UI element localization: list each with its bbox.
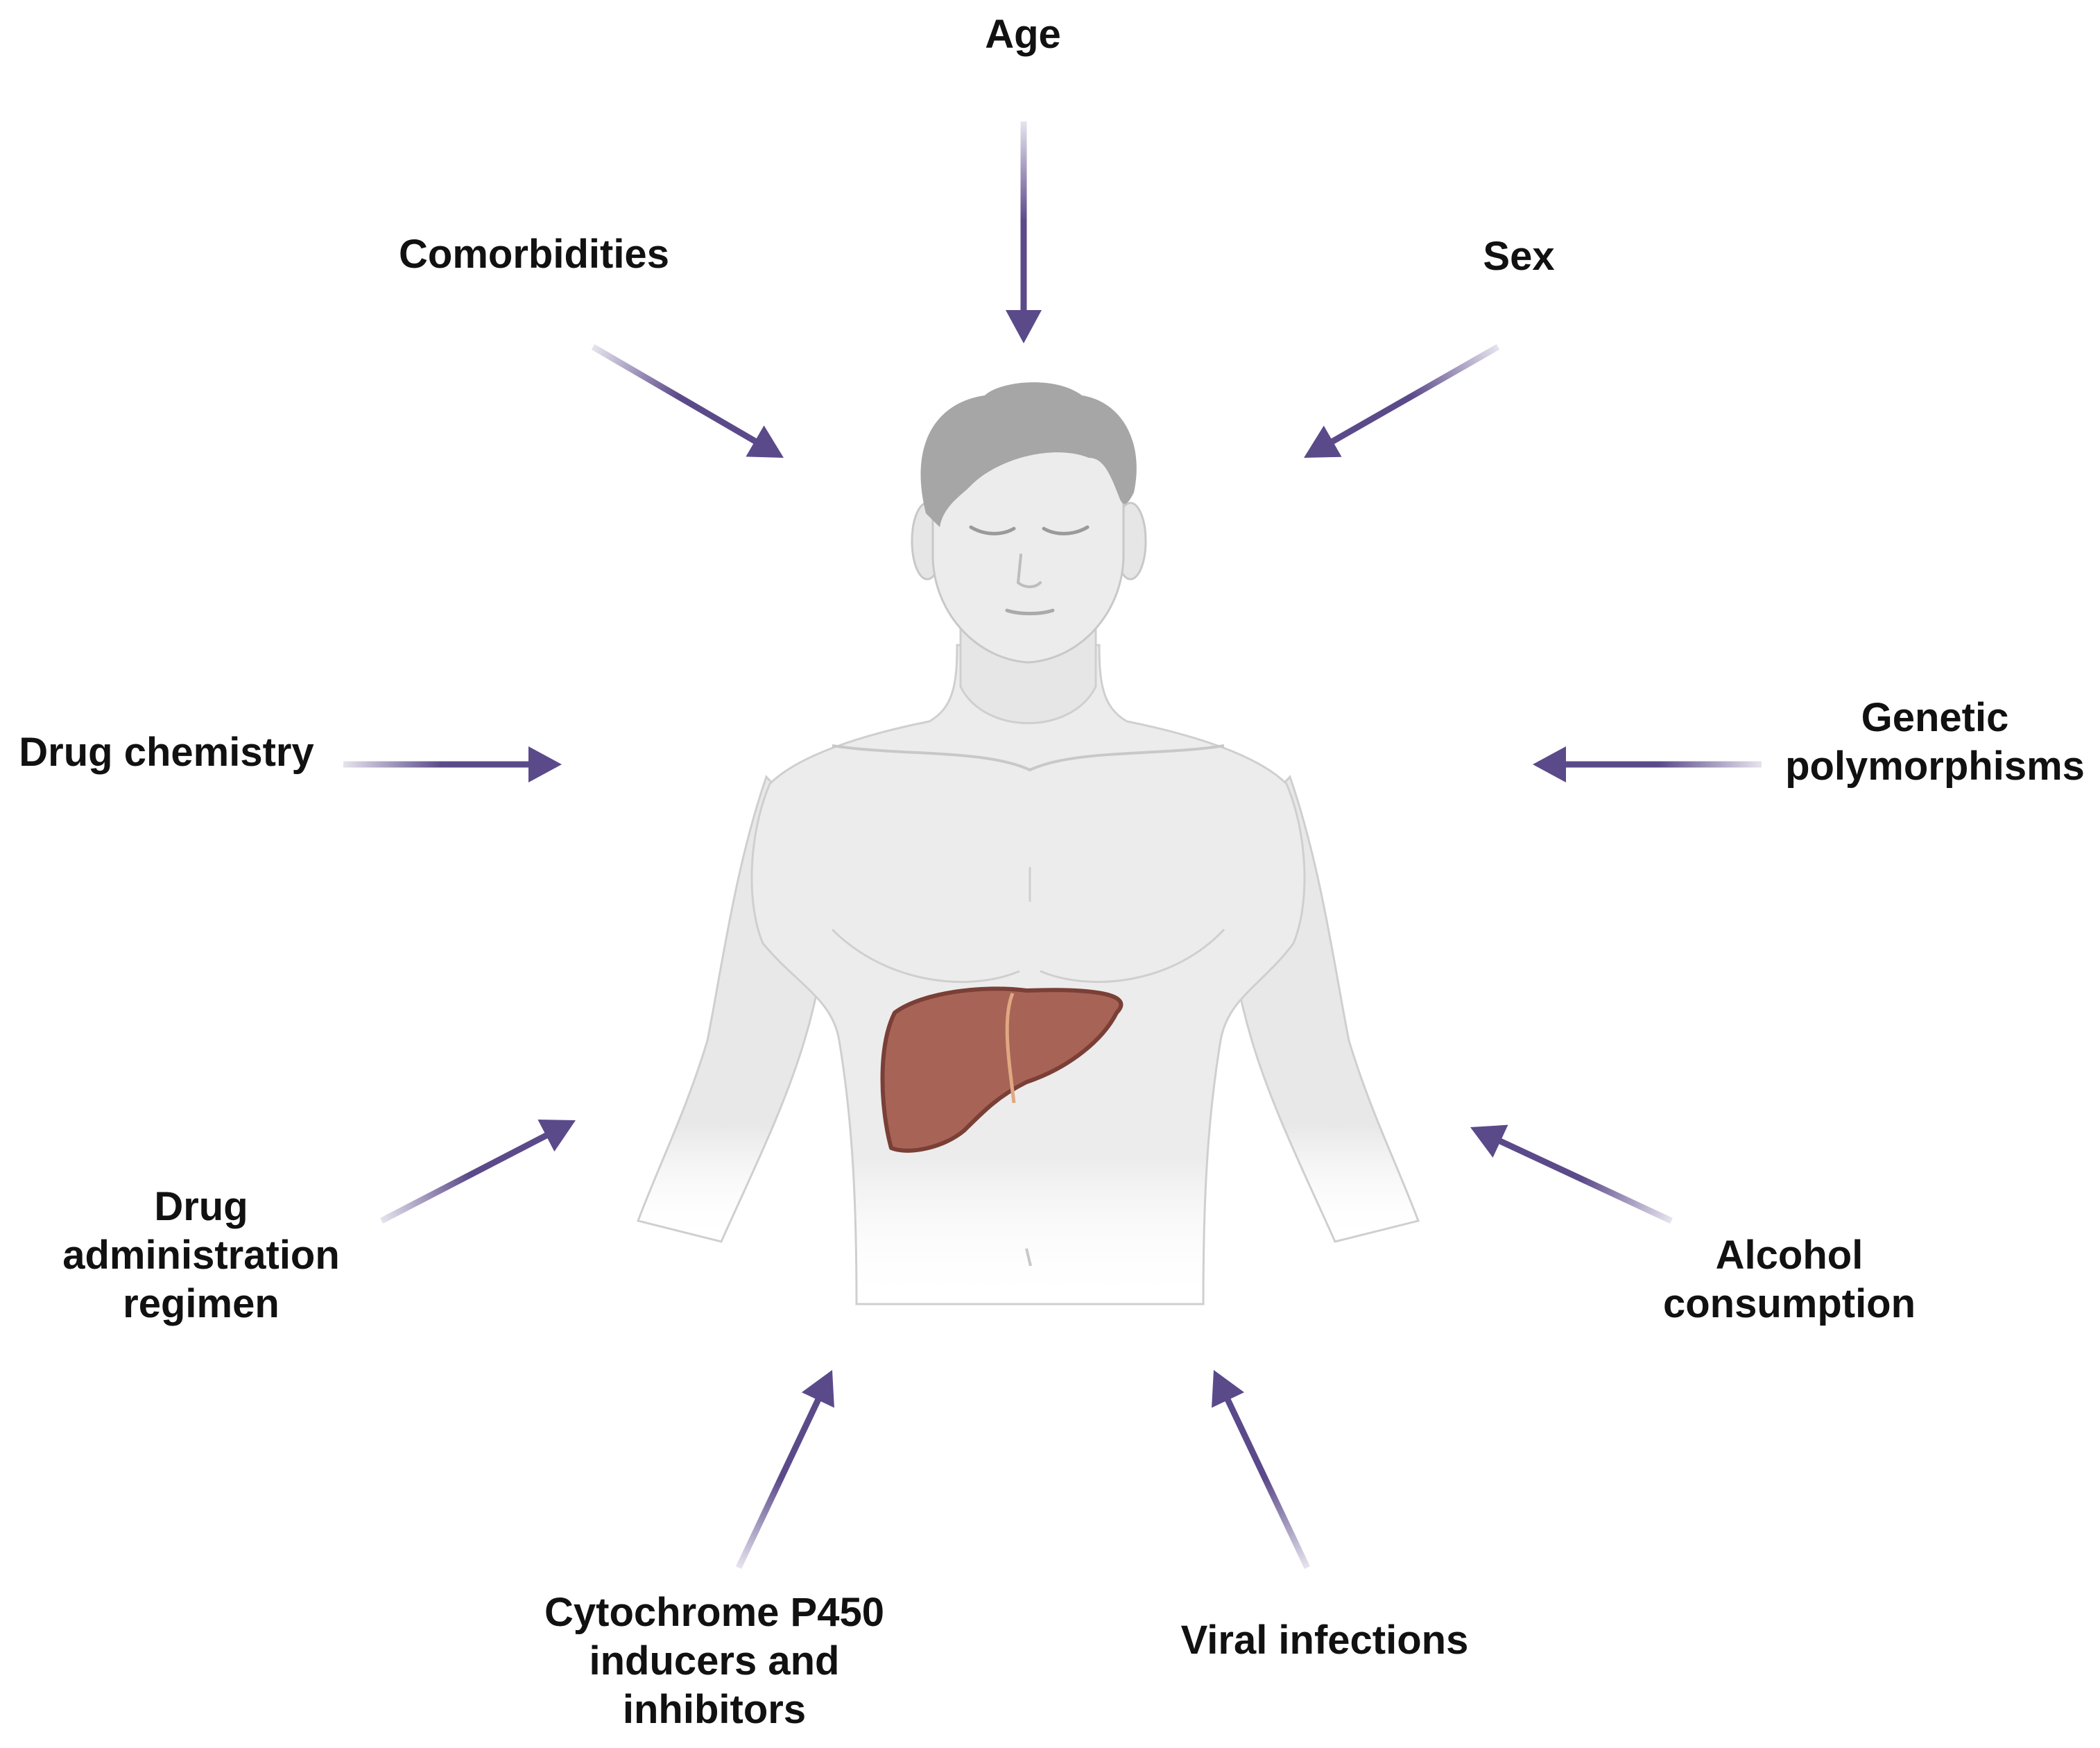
hair: [920, 382, 1137, 527]
nose: [1016, 554, 1042, 588]
label-sex-line-1: Sex: [1483, 234, 1555, 279]
label-cytochrome-p450: Cytochrome P450 inducers and inhibitors: [513, 1588, 915, 1734]
label-drug-administration-regimen-line-3: regimen: [123, 1281, 279, 1326]
liver: [880, 986, 1124, 1153]
arrow-shaft-alcohol: [1496, 1137, 1673, 1224]
arrow-sex: [1304, 344, 1500, 458]
arrow-age: [1006, 121, 1042, 343]
label-genetic-polymorphisms-line-1: Genetic: [1861, 695, 2009, 740]
arrow-head-genetic: [1533, 746, 1566, 782]
label-cytochrome-line-2: inducers and: [589, 1638, 840, 1683]
label-age: Age: [967, 10, 1078, 59]
label-viral-infections: Viral infections: [1137, 1616, 1512, 1665]
closed-eyes: [969, 525, 1090, 535]
arrow-head-age: [1006, 310, 1042, 343]
clavicle-lines: [832, 744, 1225, 772]
label-genetic-polymorphisms: Genetic polymorphisms: [1775, 694, 2094, 791]
arrow-shaft-cytochrome: [735, 1396, 823, 1569]
label-alcohol-consumption: Alcohol consumption: [1637, 1231, 1942, 1328]
label-cytochrome-line-3: inhibitors: [622, 1687, 807, 1732]
arrow-drug-admin: [379, 1119, 576, 1224]
arrow-cytochrome: [735, 1370, 834, 1569]
label-sex: Sex: [1449, 232, 1588, 281]
label-cytochrome-line-1: Cytochrome P450: [544, 1590, 884, 1635]
arrow-alcohol: [1470, 1124, 1673, 1224]
label-genetic-polymorphisms-line-2: polymorphisms: [1785, 744, 2085, 789]
label-drug-chemistry-line-1: Drug chemistry: [19, 730, 314, 775]
arrow-genetic: [1533, 746, 1762, 782]
mouth: [1005, 608, 1055, 615]
arrow-head-comorbidities: [746, 425, 784, 458]
label-alcohol-consumption-line-2: consumption: [1662, 1281, 1916, 1326]
arrow-shaft-viral: [1223, 1396, 1311, 1569]
label-drug-administration-regimen: Drug administration regimen: [42, 1183, 361, 1328]
arrow-head-drug-chemistry: [528, 746, 562, 782]
navel: [1025, 1248, 1032, 1267]
factor-arrows: [343, 121, 1762, 1569]
arrow-head-alcohol: [1470, 1124, 1508, 1158]
liver-shape: [880, 986, 1124, 1153]
label-age-line-1: Age: [985, 12, 1061, 57]
label-viral-infections-line-1: Viral infections: [1180, 1618, 1469, 1663]
arrow-shaft-drug-admin: [379, 1131, 550, 1224]
arrow-shaft-comorbidities: [591, 344, 759, 445]
label-drug-administration-regimen-line-1: Drug: [154, 1184, 248, 1229]
arrow-viral: [1212, 1370, 1311, 1569]
human-figure: [637, 382, 1420, 1305]
arrow-head-viral: [1212, 1370, 1245, 1408]
label-alcohol-consumption-line-1: Alcohol: [1715, 1233, 1864, 1278]
chest-line: [831, 867, 1225, 984]
label-drug-chemistry: Drug chemistry: [7, 728, 326, 777]
torso: [750, 644, 1306, 1305]
arrow-head-sex: [1304, 425, 1342, 458]
arrow-head-drug-admin: [537, 1119, 576, 1152]
label-comorbidities-line-1: Comorbidities: [399, 232, 669, 277]
arrow-comorbidities: [591, 344, 784, 458]
label-comorbidities: Comorbidities: [361, 230, 707, 279]
liver-ligament: [1005, 993, 1016, 1104]
arrow-shaft-sex: [1328, 344, 1500, 446]
arrow-head-cytochrome: [801, 1370, 834, 1408]
label-drug-administration-regimen-line-2: administration: [62, 1233, 340, 1278]
arrow-drug-chemistry: [343, 746, 562, 782]
